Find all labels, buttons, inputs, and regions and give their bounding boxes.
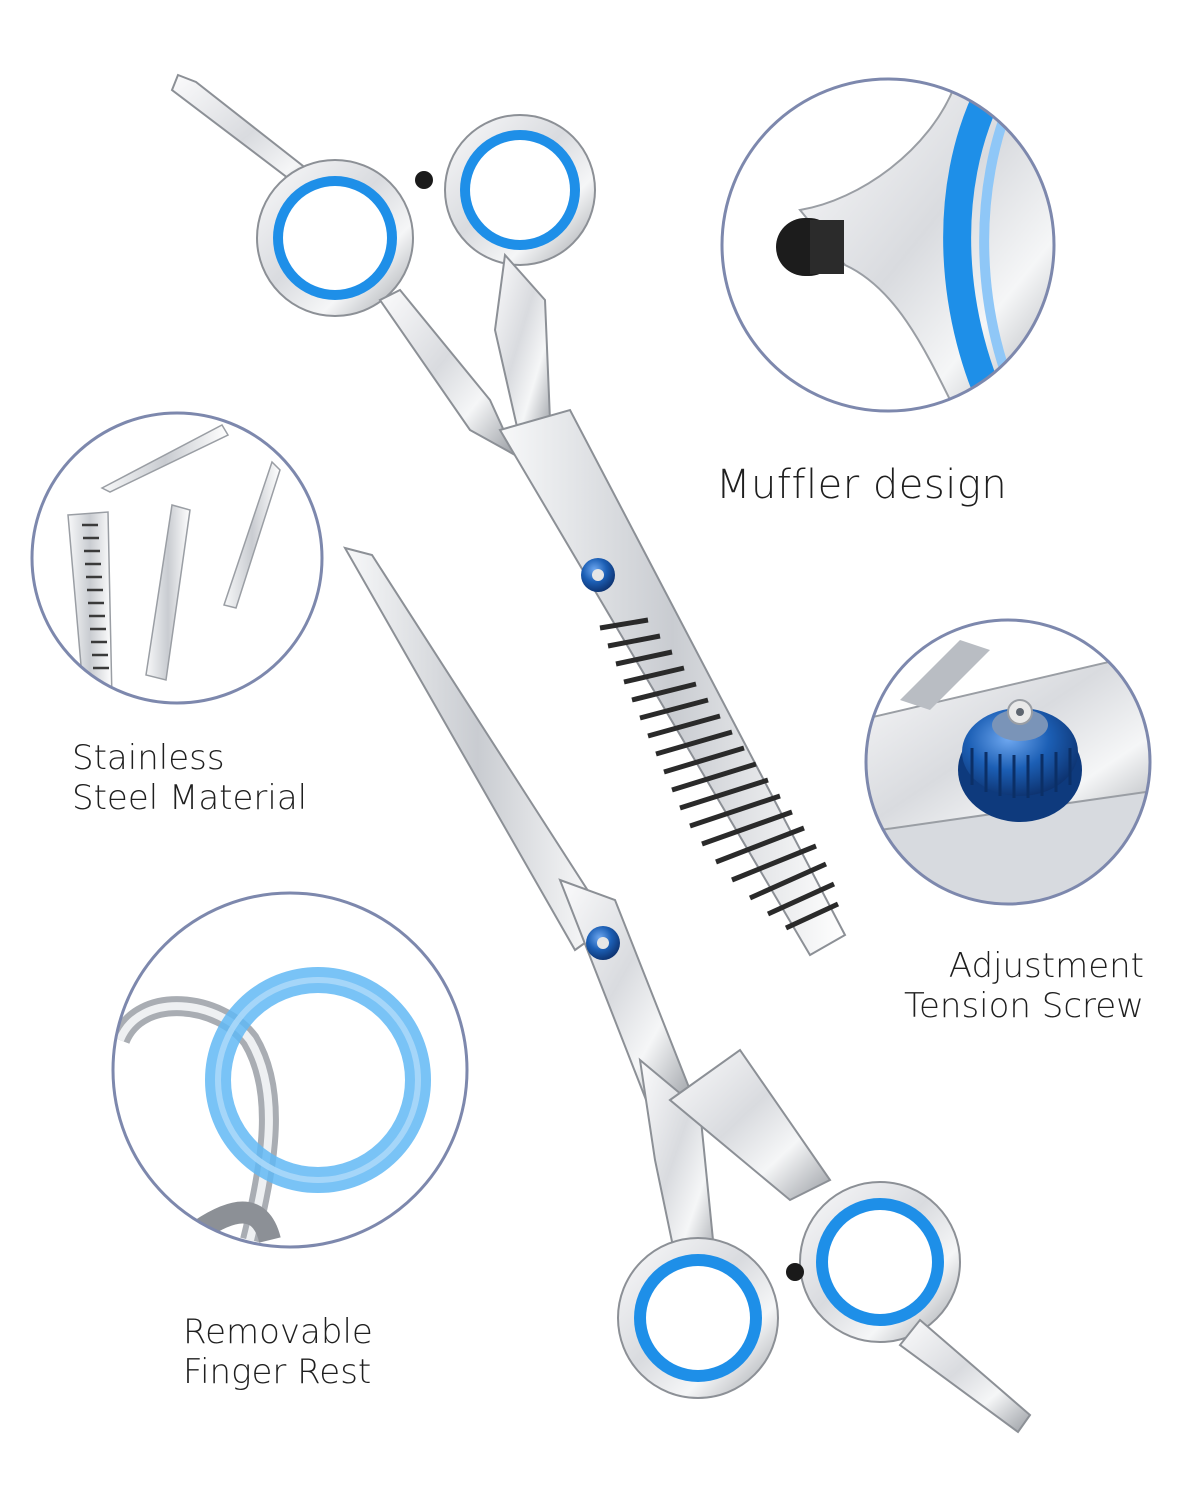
muffler-label: Muffler design xyxy=(716,462,1008,508)
feature-label-screw: Adjustment Tension Screw xyxy=(904,946,1144,1026)
finger-rest-label-line2: Finger Rest xyxy=(183,1352,372,1393)
cutting-shears-icon xyxy=(342,546,1032,1434)
steel-label-line1: Stainless xyxy=(72,738,225,778)
thinning-shears-icon xyxy=(170,73,847,957)
feature-label-finger-rest: Removable Finger Rest xyxy=(183,1312,373,1392)
steel-label-line2: Steel Material xyxy=(72,778,308,819)
finger-rest-label-line1: Removable xyxy=(183,1312,373,1352)
tension-screw-icon xyxy=(864,618,1152,906)
screw-label-line2: Tension Screw xyxy=(903,986,1144,1027)
screw-label-line1: Adjustment xyxy=(948,946,1144,986)
feature-label-muffler: Muffler design xyxy=(716,462,1007,509)
finger-ring-icon xyxy=(111,891,469,1249)
feature-label-steel: Stainless Steel Material xyxy=(72,738,307,818)
blades-detail-icon xyxy=(30,411,324,705)
muffler-detail-icon xyxy=(720,77,1056,413)
